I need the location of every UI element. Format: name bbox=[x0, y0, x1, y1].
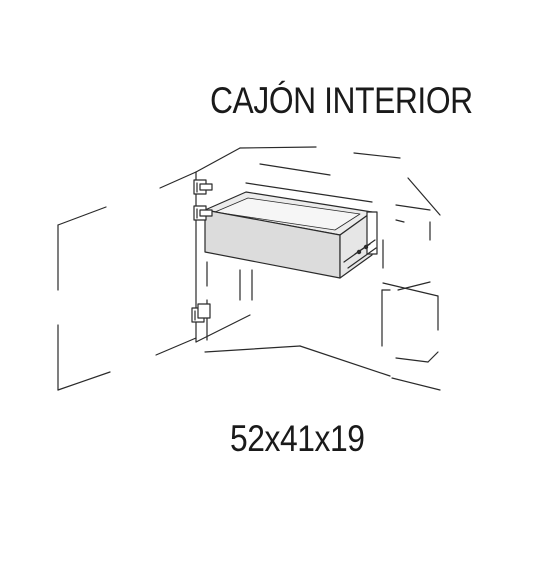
drawer-box bbox=[205, 192, 372, 278]
dimensions-label: 52x41x19 bbox=[230, 418, 365, 459]
hinge-icon bbox=[191, 303, 211, 323]
drawing-title: CAJÓN INTERIOR bbox=[210, 80, 473, 121]
drawer-runner-icon bbox=[344, 211, 378, 268]
cabinet-top bbox=[196, 147, 440, 215]
open-door bbox=[58, 172, 196, 390]
cabinet-right bbox=[382, 220, 438, 362]
hinge-icon bbox=[193, 205, 213, 221]
hinge-icon bbox=[193, 179, 213, 195]
